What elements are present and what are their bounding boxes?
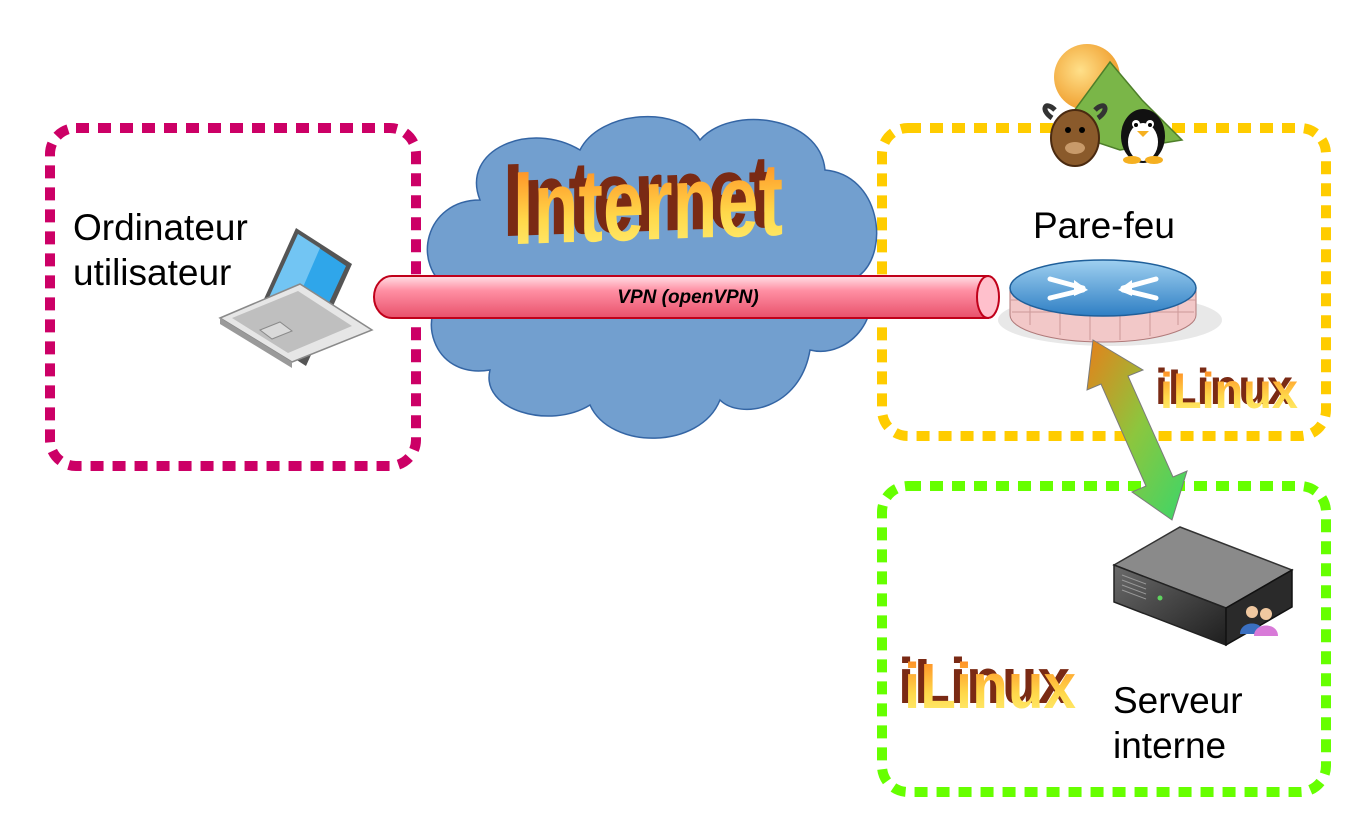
mascots [1042, 44, 1184, 167]
gnu-mascot-icon [1042, 103, 1108, 167]
router-icon [998, 259, 1222, 346]
firewall-zone-border [877, 123, 1331, 441]
ilinux-logo-firewall: iLinux iLinux [1155, 359, 1298, 419]
laptop-icon [218, 228, 374, 368]
ilinux-logo-server: iLinux iLinux [898, 645, 1076, 722]
ilinux-firewall-shadow: iLinux [1155, 359, 1293, 415]
tux-penguin-icon [1121, 109, 1165, 164]
internet-wordart: Internet Internet [503, 134, 783, 267]
server-zone-border [877, 481, 1331, 797]
user-zone-border [45, 123, 421, 471]
ilinux-server-shadow: iLinux [898, 645, 1070, 717]
bidirectional-arrow [1086, 339, 1188, 521]
ilinux-firewall-text: iLinux [1160, 363, 1298, 419]
firewall-label: Pare-feu [1033, 205, 1175, 246]
user-computer-label: Ordinateur utilisateur [73, 207, 248, 293]
vpn-label: VPN (openVPN) [617, 287, 758, 308]
internet-wordart-text: Internet [513, 142, 783, 267]
users-icon [1240, 606, 1278, 636]
server-icon [1112, 526, 1294, 647]
internet-wordart-shadow: Internet [503, 134, 773, 259]
ilinux-server-text: iLinux [904, 650, 1076, 722]
internal-server-label: Serveur interne [1113, 680, 1243, 766]
vpn-tunnel: VPN (openVPN) [373, 275, 1000, 319]
